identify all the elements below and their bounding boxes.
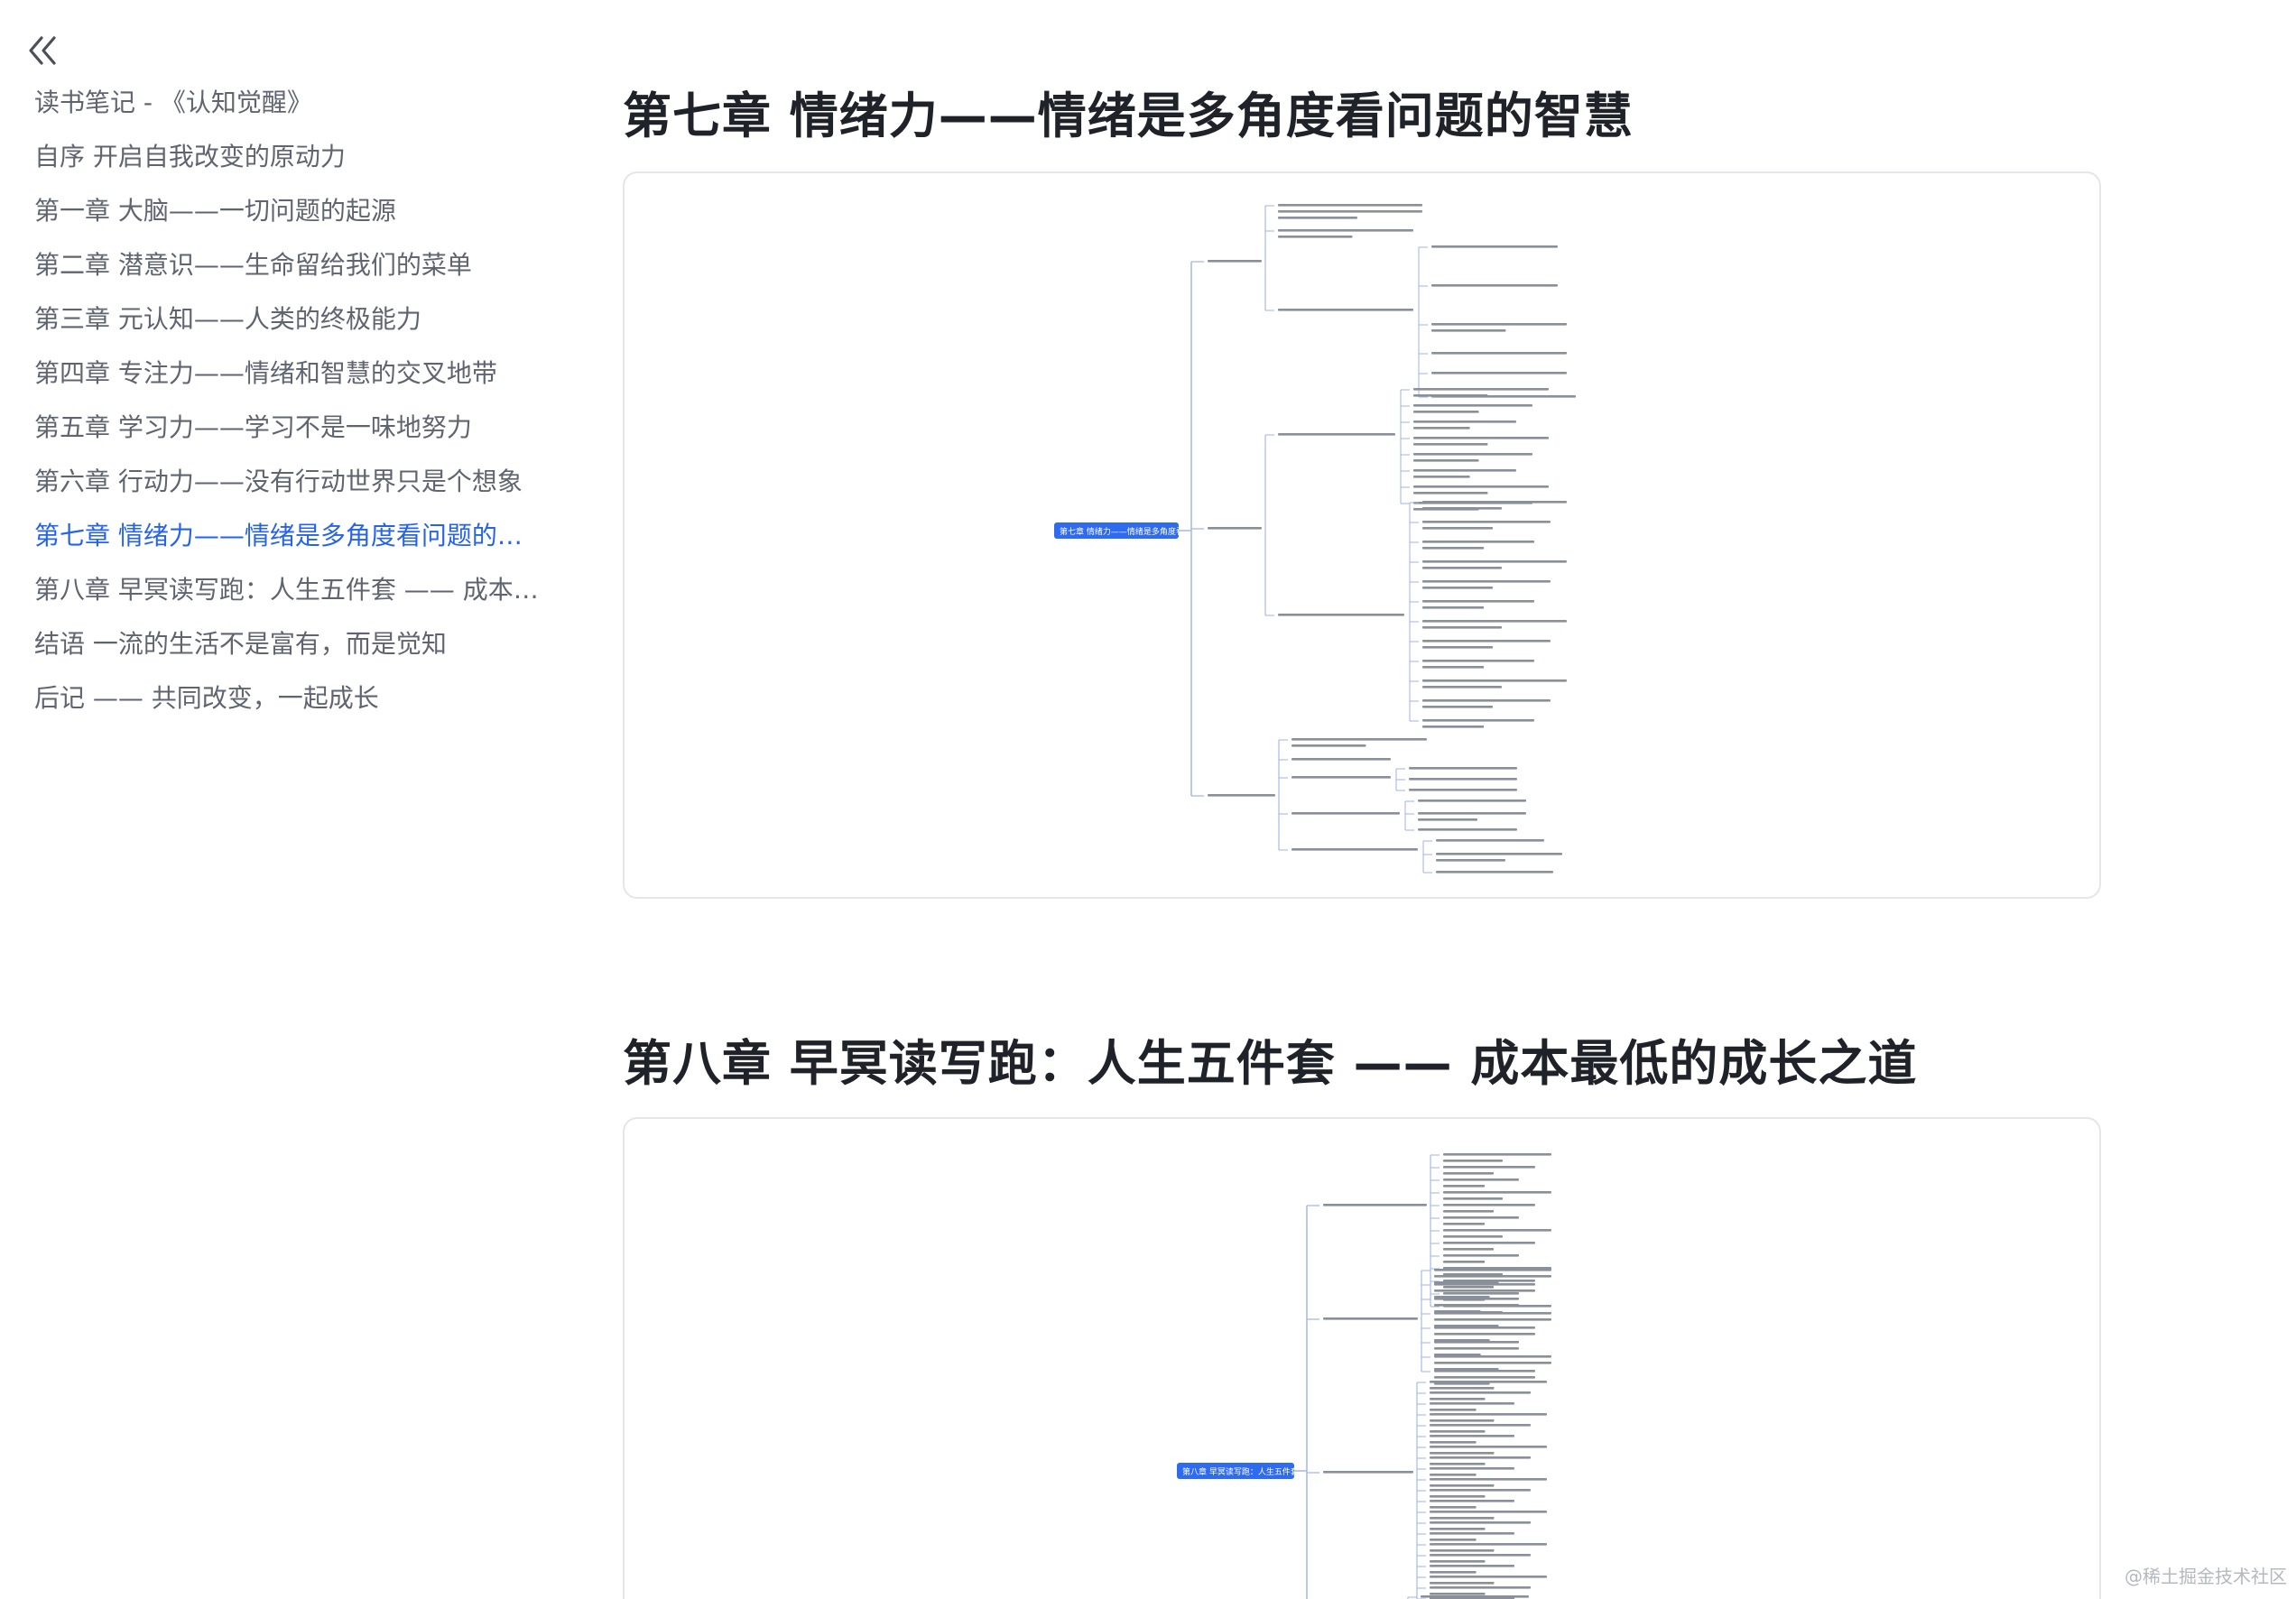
toc-item[interactable]: 自序 开启自我改变的原动力 (34, 142, 346, 171)
toc-item[interactable]: 结语 一流的生活不是富有，而是觉知 (34, 629, 447, 659)
chapter-7-title: 第七章 情绪力——情绪是多角度看问题的智慧 (623, 88, 1634, 144)
toc-item[interactable]: 读书笔记 - 《认知觉醒》 (34, 88, 312, 117)
toc-item[interactable]: 第一章 大脑——一切问题的起源 (34, 196, 396, 226)
chapter-8-mindmap[interactable]: 第八章 早冥读写跑：人生五件套 —— 成本最低的成长之道 (623, 1117, 2101, 1599)
mindmap-canvas: 第八章 早冥读写跑：人生五件套 —— 成本最低的成长之道 (1177, 1153, 1551, 1599)
chapter-8-title: 第八章 早冥读写跑：人生五件套 —— 成本最低的成长之道 (623, 1035, 1918, 1092)
toc-item-active[interactable]: 第七章 情绪力——情绪是多角度看问题的智慧 (34, 521, 540, 550)
mindmap-root-label: 第八章 早冥读写跑：人生五件套 —— 成本最低的成长之道 (1182, 1466, 1393, 1477)
toc-item[interactable]: 第四章 专注力——情绪和智慧的交叉地带 (34, 358, 497, 388)
collapse-sidebar-button[interactable] (23, 31, 63, 70)
toc-item[interactable]: 第八章 早冥读写跑：人生五件套 —— 成本最低的成长之道 (34, 575, 540, 605)
toc-item[interactable]: 第六章 行动力——没有行动世界只是个想象 (34, 467, 523, 496)
toc-item[interactable]: 后记 —— 共同改变，一起成长 (34, 683, 379, 713)
toc-list: 读书笔记 - 《认知觉醒》 自序 开启自我改变的原动力 第一章 大脑——一切问题… (34, 83, 540, 733)
toc-item[interactable]: 第三章 元认知——人类的终极能力 (34, 304, 421, 334)
mindmap-canvas: 第七章 情绪力——情绪是多角度看问题的智慧 (1054, 204, 1576, 873)
toc-sidebar: 读书笔记 - 《认知觉醒》 自序 开启自我改变的原动力 第一章 大脑——一切问题… (0, 0, 578, 1599)
double-chevron-left-icon (29, 36, 56, 65)
main-content: 第七章 情绪力——情绪是多角度看问题的智慧 第七章 情绪力——情绪是多角度看问题… (623, 0, 2103, 1599)
toc-item[interactable]: 第五章 学习力——学习不是一味地努力 (34, 412, 472, 442)
mindmap-root-label: 第七章 情绪力——情绪是多角度看问题的智慧 (1060, 526, 1225, 537)
chapter-7-mindmap[interactable]: 第七章 情绪力——情绪是多角度看问题的智慧 (623, 171, 2101, 899)
toc-item[interactable]: 第二章 潜意识——生命留给我们的菜单 (34, 250, 472, 280)
watermark: @稀土掘金技术社区 (2125, 1566, 2287, 1587)
